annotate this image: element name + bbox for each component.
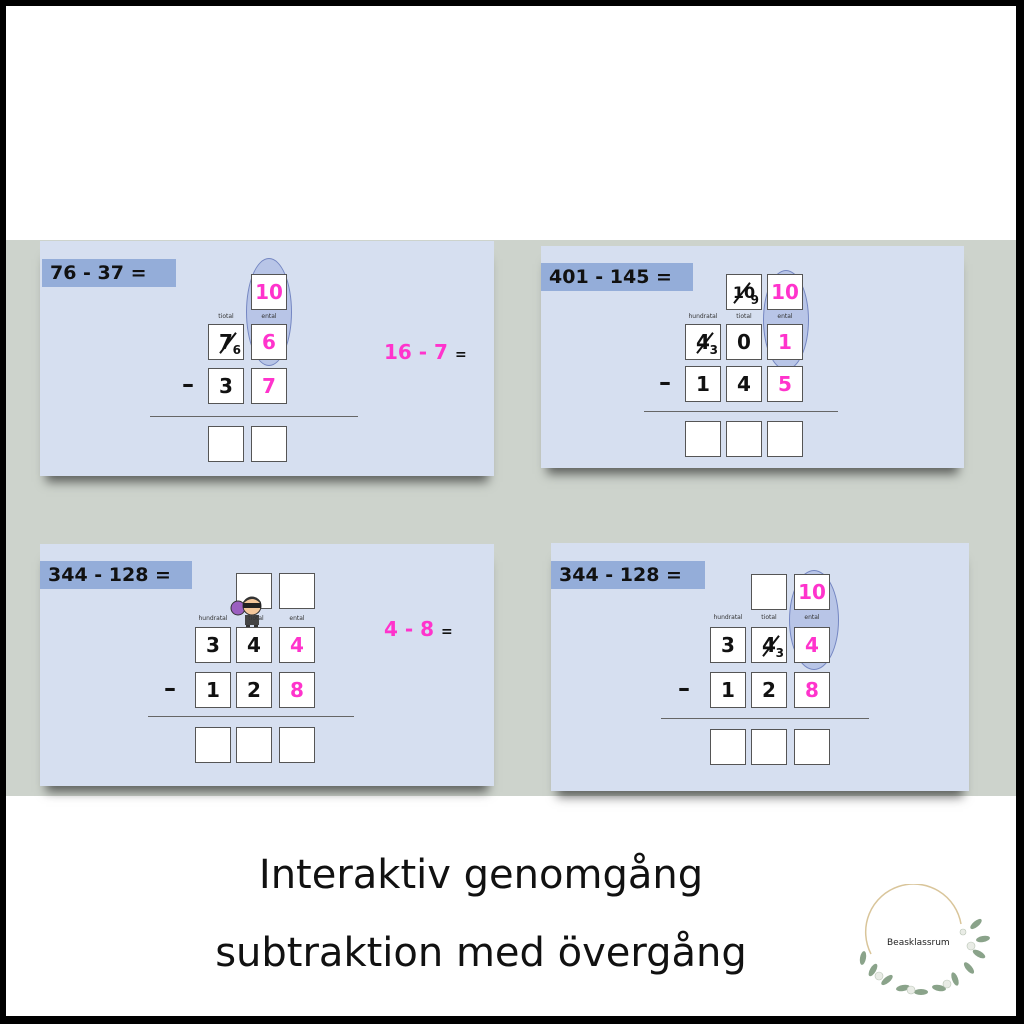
answer-box-hundreds[interactable] — [710, 729, 746, 765]
answer-box-ones[interactable] — [767, 421, 803, 457]
digit-tens-bottom[interactable]: 2 — [751, 672, 787, 708]
digit-tens-bottom[interactable]: 3 — [208, 368, 244, 404]
digit-hundreds-top[interactable]: 4 3 — [685, 324, 721, 360]
header-hundratal: hundratal — [688, 313, 718, 320]
digit-ones-top[interactable]: 4 — [794, 627, 830, 663]
brand-logo: Beasklassrum — [851, 884, 991, 1009]
borrowed-small-digit: 6 — [232, 343, 241, 357]
digit-tens-top[interactable]: 7 6 — [208, 324, 244, 360]
digit-tens-top[interactable]: 0 — [726, 324, 762, 360]
digit-tens-bottom[interactable]: 2 — [236, 672, 272, 708]
slide-1-expression: 76 - 37 = — [42, 259, 176, 287]
slide-3[interactable]: 344 - 128 = hundratal tiotal ental 3 4 4… — [40, 544, 494, 786]
header-ental: ental — [261, 313, 277, 320]
minus-sign: – — [182, 370, 194, 398]
side-expression-text: 4 - 8 — [384, 617, 435, 641]
sum-line — [644, 411, 838, 412]
thief-character-icon[interactable] — [230, 594, 270, 634]
slide-4-expression: 344 - 128 = — [551, 561, 705, 589]
digit-ones-top[interactable]: 6 — [251, 324, 287, 360]
side-expression: 16 - 7 = — [384, 340, 467, 364]
struck-digit: 7 — [219, 330, 233, 354]
side-equals: = — [454, 347, 467, 363]
logo-text: Beasklassrum — [887, 938, 950, 948]
answer-box-tens[interactable] — [726, 421, 762, 457]
digit-ones-bottom[interactable]: 5 — [767, 366, 803, 402]
caption-line-2: subtraktion med övergång — [215, 930, 747, 976]
minus-sign: – — [659, 368, 671, 396]
slide-2[interactable]: 401 - 145 = 10 9 10 hundratal tiotal ent… — [541, 246, 964, 468]
answer-box-tens[interactable] — [208, 426, 244, 462]
header-tiotal: tiotal — [736, 313, 752, 320]
sum-line — [661, 718, 869, 719]
struck-digit: 4 — [696, 330, 710, 354]
borrow-box-tens[interactable] — [236, 573, 272, 609]
digit-ones-top[interactable]: 1 — [767, 324, 803, 360]
slide-3-expression: 344 - 128 = — [40, 561, 192, 589]
struck-digit: 4 — [762, 633, 776, 657]
minus-sign: – — [164, 674, 176, 702]
header-tiotal: tiotal — [218, 313, 234, 320]
answer-box-ones[interactable] — [251, 426, 287, 462]
answer-box-ones[interactable] — [279, 727, 315, 763]
digit-hundreds-bottom[interactable]: 1 — [685, 366, 721, 402]
struck-ten: 10 — [732, 282, 756, 302]
caption-line-1: Interaktiv genomgång — [258, 852, 704, 898]
digit-hundreds-top[interactable]: 3 — [195, 627, 231, 663]
borrow-box-ones[interactable] — [279, 573, 315, 609]
header-tiotal: tiotal — [761, 614, 777, 621]
borrow-box-tens[interactable]: 10 9 — [726, 274, 762, 310]
header-hundratal: hundratal — [713, 614, 743, 621]
header-ental: ental — [804, 614, 820, 621]
page-frame: 76 - 37 = 10 tiotal ental 7 6 6 – 3 7 16… — [6, 6, 1016, 1016]
digit-tens-bottom[interactable]: 4 — [726, 366, 762, 402]
sum-line — [150, 416, 358, 417]
answer-box-hundreds[interactable] — [195, 727, 231, 763]
answer-box-hundreds[interactable] — [685, 421, 721, 457]
answer-box-ones[interactable] — [794, 729, 830, 765]
borrow-box[interactable]: 10 — [767, 274, 803, 310]
wreath-icon — [859, 884, 990, 995]
sum-line — [148, 716, 354, 717]
side-equals: = — [441, 624, 453, 640]
borrow-box-tens[interactable] — [751, 574, 787, 610]
slide-2-expression: 401 - 145 = — [541, 263, 693, 291]
digit-ones-bottom[interactable]: 7 — [251, 368, 287, 404]
borrowed-small-digit: 9 — [750, 293, 759, 307]
digit-tens-top[interactable]: 4 3 — [751, 627, 787, 663]
digit-ones-bottom[interactable]: 8 — [279, 672, 315, 708]
borrow-box[interactable]: 10 — [251, 274, 287, 310]
minus-sign: – — [678, 674, 690, 702]
digit-hundreds-bottom[interactable]: 1 — [195, 672, 231, 708]
answer-box-tens[interactable] — [236, 727, 272, 763]
digit-ones-bottom[interactable]: 8 — [794, 672, 830, 708]
slide-1[interactable]: 76 - 37 = 10 tiotal ental 7 6 6 – 3 7 16… — [40, 241, 494, 476]
borrowed-small-digit: 3 — [709, 343, 718, 357]
header-tiotal: tiotal — [248, 615, 264, 622]
borrow-box[interactable]: 10 — [794, 574, 830, 610]
digit-tens-top[interactable]: 4 — [236, 627, 272, 663]
header-ental: ental — [289, 615, 305, 622]
borrowed-small-digit: 3 — [775, 646, 784, 660]
header-hundratal: hundratal — [198, 615, 228, 622]
digit-hundreds-top[interactable]: 3 — [710, 627, 746, 663]
answer-box-tens[interactable] — [751, 729, 787, 765]
side-expression: 4 - 8 = — [384, 617, 453, 641]
header-ental: ental — [777, 313, 793, 320]
slide-4[interactable]: 344 - 128 = 10 hundratal tiotal ental 3 … — [551, 543, 969, 791]
digit-hundreds-bottom[interactable]: 1 — [710, 672, 746, 708]
digit-ones-top[interactable]: 4 — [279, 627, 315, 663]
side-expression-text: 16 - 7 — [384, 340, 448, 364]
